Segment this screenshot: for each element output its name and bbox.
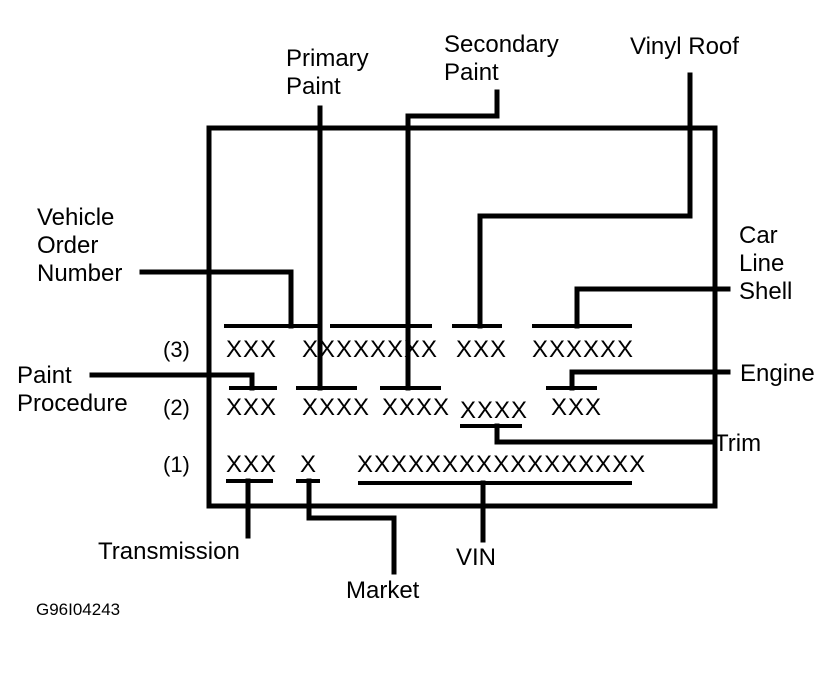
label-market: Market [346,577,420,604]
row2-field-3: XXXX [460,397,528,424]
row2-field-2: XXXX [382,394,450,421]
label-primary-paint: Primary Paint [286,45,375,100]
leader-car-line-shell [574,286,731,329]
row-number-2: (2) [163,395,190,420]
row3-field-2: XXX [456,336,507,363]
row1-field-2: XXXXXXXXXXXXXXXXX [357,451,646,478]
row1-field-0: XXX [226,451,277,478]
row3-field-0: XXX [226,336,277,363]
leader-vinyl-roof [477,72,693,329]
label-vinyl-roof: Vinyl Roof [630,33,739,60]
row-number-1: (1) [163,452,190,477]
label-secondary-paint: Secondary Paint [444,31,565,86]
row2-field-0: XXX [226,394,277,421]
label-trim: Trim [714,430,761,457]
label-paint-procedure: Paint Procedure [17,362,128,417]
row3-field-3: XXXXXX [532,336,634,363]
label-frame [206,125,718,509]
label-car-line-shell: Car Line Shell [739,222,792,305]
leader-trim [494,423,713,445]
label-vin: VIN [456,544,496,571]
row-number-3: (3) [163,337,190,362]
label-engine: Engine [740,360,815,387]
row2-field-4: XXX [551,394,602,421]
leader-engine [569,369,731,391]
leader-vehicle-order-number [139,269,294,329]
row3-field-1: XXXXXXXX [302,336,438,363]
row2-field-1: XXXX [302,394,370,421]
leader-market [306,478,397,575]
leader-paint-procedure [89,372,255,391]
figure-id: G96I04243 [36,600,120,619]
leader-secondary-paint [405,89,500,391]
row1-field-1: X [300,451,317,478]
label-transmission: Transmission [98,538,240,565]
label-vehicle-order-number: Vehicle Order Number [37,204,122,287]
